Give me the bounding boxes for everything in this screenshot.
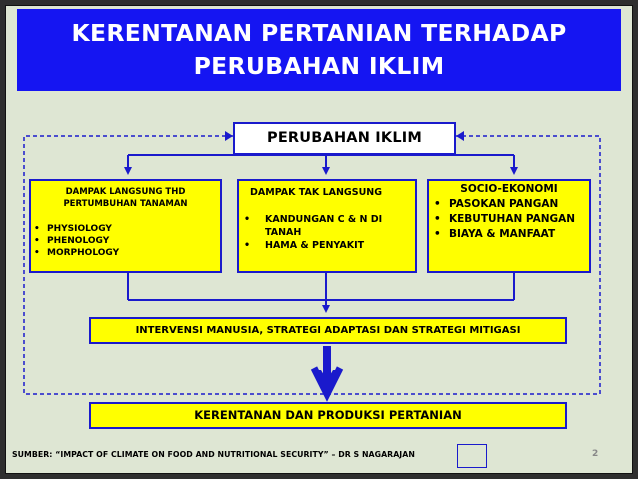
socio-economic-heading: SOCIO-EKONOMI	[460, 183, 558, 195]
list-item: PHYSIOLOGY	[31, 223, 220, 235]
list-item: KEBUTUHAN PANGAN	[429, 212, 589, 227]
direct-impact-heading-line-1: DAMPAK LANGSUNG THD	[65, 187, 186, 197]
indirect-impact-box: DAMPAK TAK LANGSUNG KANDUNGAN C & N DI T…	[237, 179, 417, 273]
direct-impact-heading-line-2: PERTUMBUHAN TANAMAN	[63, 199, 188, 209]
list-item: HAMA & PENYAKIT	[239, 239, 415, 252]
direct-impact-box: DAMPAK LANGSUNG THD PERTUMBUHAN TANAMAN …	[29, 179, 222, 273]
socio-economic-box: SOCIO-EKONOMI PASOKAN PANGAN KEBUTUHAN P…	[427, 179, 591, 273]
vulnerability-box: KERENTANAN DAN PRODUKSI PERTANIAN	[89, 402, 567, 429]
direct-impact-list: PHYSIOLOGY PHENOLOGY MORPHOLOGY	[31, 223, 220, 259]
source-citation: SUMBER: “IMPACT OF CLIMATE ON FOOD AND N…	[12, 450, 415, 459]
socio-economic-list: PASOKAN PANGAN KEBUTUHAN PANGAN BIAYA & …	[429, 197, 589, 242]
list-item: PHENOLOGY	[31, 235, 220, 247]
list-item: BIAYA & MANFAAT	[429, 227, 589, 242]
page-number: 2	[592, 449, 599, 459]
list-item: KANDUNGAN C & N DI TANAH	[239, 213, 415, 239]
title-line-1: KERENTANAN PERTANIAN TERHADAP	[71, 19, 567, 47]
intervention-box: INTERVENSI MANUSIA, STRATEGI ADAPTASI DA…	[89, 317, 567, 344]
direct-impact-heading: DAMPAK LANGSUNG THD PERTUMBUHAN TANAMAN	[31, 186, 220, 210]
climate-change-node: PERUBAHAN IKLIM	[233, 122, 456, 155]
title-banner: KERENTANAN PERTANIAN TERHADAP PERUBAHAN …	[17, 9, 621, 91]
list-item: MORPHOLOGY	[31, 247, 220, 259]
title-line-2: PERUBAHAN IKLIM	[193, 52, 445, 80]
list-item: PASOKAN PANGAN	[429, 197, 589, 212]
page-number-frame	[457, 444, 487, 468]
indirect-impact-list: KANDUNGAN C & N DI TANAH HAMA & PENYAKIT	[239, 213, 415, 252]
indirect-impact-heading: DAMPAK TAK LANGSUNG	[250, 187, 383, 198]
